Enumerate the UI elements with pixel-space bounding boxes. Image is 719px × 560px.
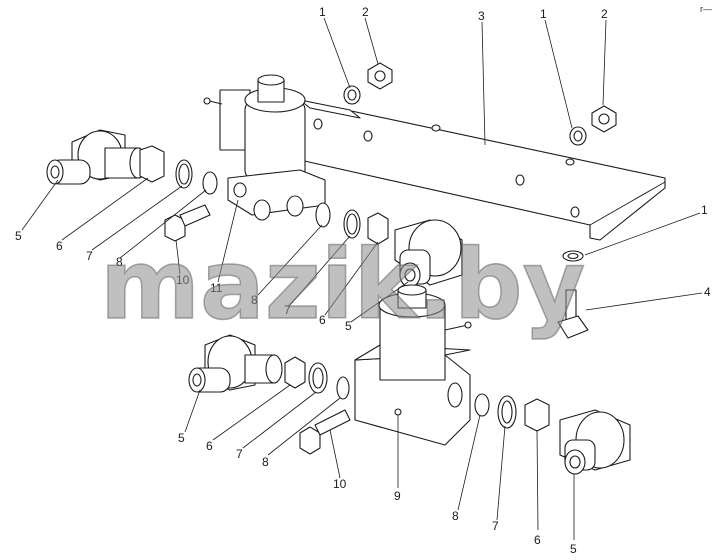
top-fasteners: [343, 62, 617, 146]
callout-lr-6: 6: [534, 533, 541, 547]
callout-c-8: 8: [251, 293, 258, 307]
callout-right-1: 1: [701, 203, 708, 217]
callout-ul-8: 8: [116, 255, 123, 269]
corner-mark: r—: [700, 4, 712, 14]
callout-ul-5: 5: [15, 229, 22, 243]
upper-left-fittings: [46, 129, 218, 242]
upper-solenoid-valve: [203, 74, 326, 221]
callout-c-7: 7: [284, 303, 291, 317]
callout-ll-10: 10: [333, 477, 347, 491]
right-center-fitting: [394, 219, 463, 288]
lower-left-fittings: [188, 334, 351, 455]
callout-lr-8: 8: [452, 509, 459, 523]
watermark-text: mazik.by: [100, 229, 585, 341]
callout-lr-5: 5: [570, 542, 577, 556]
lower-solenoid-valve: [354, 284, 472, 446]
callout-top-1b: 1: [540, 7, 547, 21]
callout-lr-9: 9: [394, 489, 401, 503]
leader-lines: [21, 17, 703, 540]
callout-c-6: 6: [319, 313, 326, 327]
lower-right-fittings: [474, 393, 631, 475]
callout-top-3: 3: [478, 9, 485, 23]
callout-top-1a: 1: [319, 5, 326, 19]
callout-right-4: 4: [704, 285, 711, 299]
callout-ul-6: 6: [56, 239, 63, 253]
callout-ul-7: 7: [86, 249, 93, 263]
callout-ul-11: 11: [210, 281, 223, 295]
callout-lr-7: 7: [492, 519, 499, 533]
callout-top-2b: 2: [601, 7, 608, 21]
center-seals: [315, 202, 389, 245]
callout-top-2a: 2: [362, 5, 369, 19]
callout-ll-6: 6: [206, 439, 213, 453]
callout-ul-10: 10: [176, 273, 190, 287]
callout-c-5: 5: [345, 319, 352, 333]
callout-ll-7: 7: [236, 447, 243, 461]
right-bolt-assembly: [557, 250, 589, 339]
callout-ll-5: 5: [178, 431, 185, 445]
mounting-bracket: [299, 99, 666, 241]
callout-ll-8: 8: [262, 455, 269, 469]
callout-labels: 1 2 3 1 2 1 4 5 6 7 8 10 11 8 7 6 5 5 6 …: [15, 5, 711, 556]
